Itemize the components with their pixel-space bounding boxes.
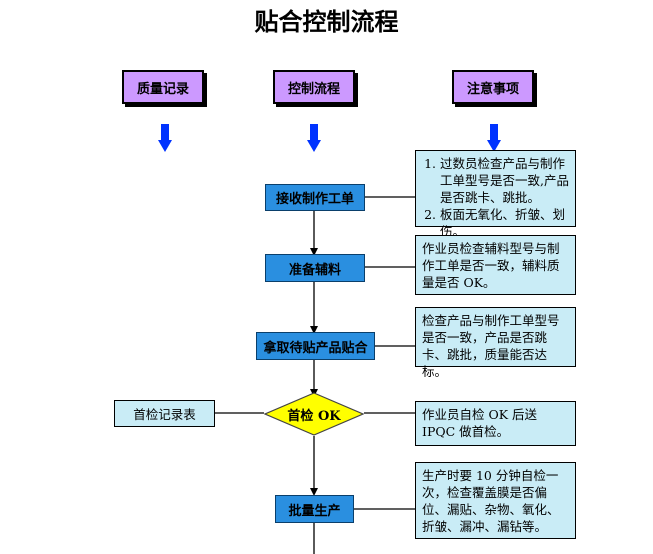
record-first-check-form: 首检记录表 [114,400,215,427]
step-take-and-laminate: 拿取待贴产品贴合 [256,332,375,360]
note-receive: 过数员检查产品与制作工单型号是否一致,产品是否跳卡、跳批。 板面无氧化、折皱、划… [415,150,576,239]
note-prepare: 作业员检查辅料型号与制作工单是否一致，辅料质量是否 OK。 [415,235,576,295]
down-arrow-icon [487,124,501,152]
step-prepare-materials: 准备辅料 [265,254,365,282]
step-receive-work-order: 接收制作工单 [265,184,365,211]
note-batch: 生产时要 10 分钟自检一次，检查覆盖膜是否偏位、漏贴、杂物、氧化、折皱、漏冲、… [415,462,576,539]
down-arrow-icon [307,124,321,152]
header-notes: 注意事项 [452,70,534,104]
note-take: 检查产品与制作工单型号是否一致，产品是否跳卡、跳批，质量能否达标。 [415,307,576,379]
note-receive-item: 过数员检查产品与制作工单型号是否一致,产品是否跳卡、跳批。 [440,155,569,206]
page-title: 贴合控制流程 [254,7,399,36]
down-arrow-icon [158,124,172,152]
decision-first-check-label: 首检 OK [287,408,341,424]
note-first-check: 作业员自检 OK 后送 IPQC 做首检。 [415,401,576,446]
header-quality-records: 质量记录 [122,70,204,104]
header-control-flow: 控制流程 [273,70,355,104]
step-batch-production: 批量生产 [275,495,354,523]
decision-first-check [264,392,364,436]
